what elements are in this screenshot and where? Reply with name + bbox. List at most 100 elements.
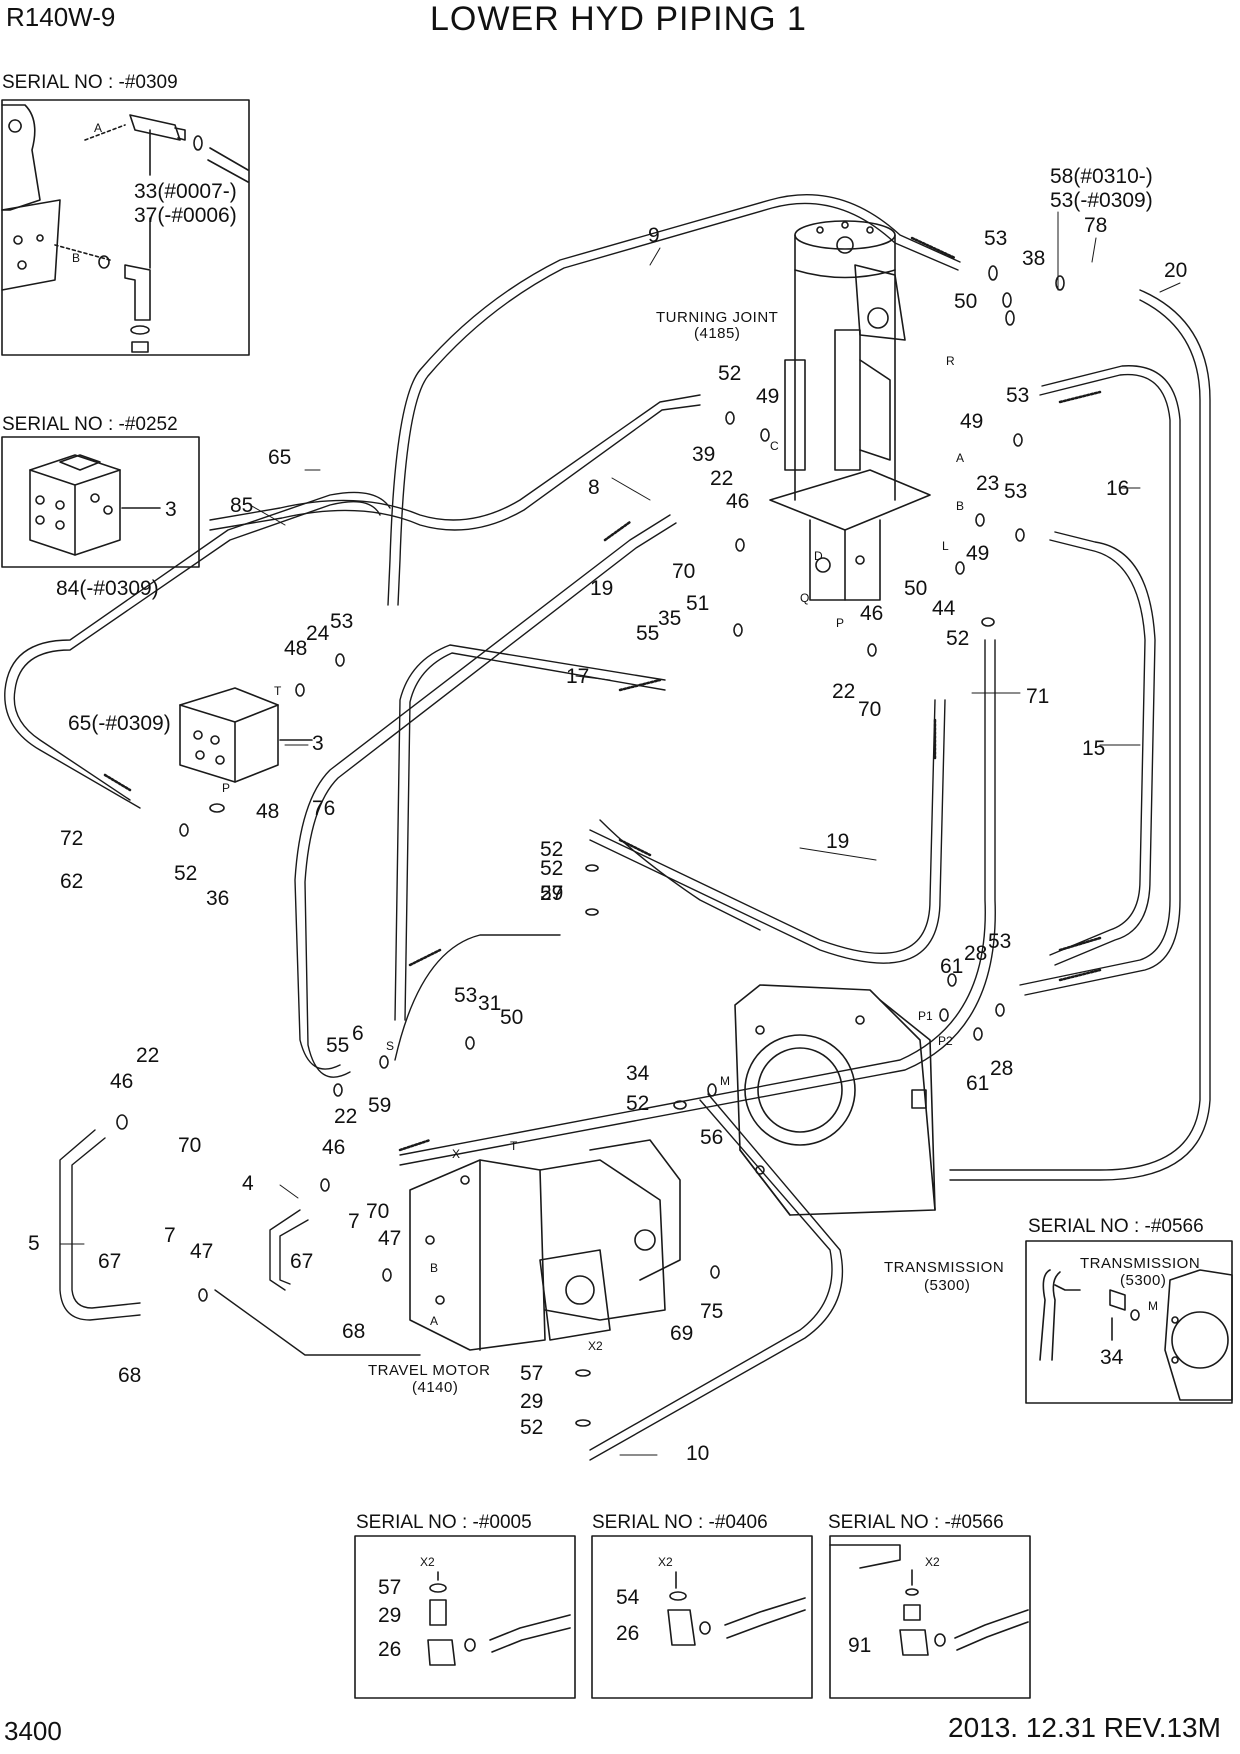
- fittings: [116, 265, 1065, 1427]
- callout: 8: [588, 476, 600, 499]
- callout: 9: [648, 224, 660, 247]
- callout: 53: [988, 930, 1011, 953]
- box-b2-port: X2: [658, 1555, 673, 1569]
- callout: 7: [348, 1210, 360, 1233]
- callout: 65(-#0309): [68, 712, 171, 735]
- callout: 59: [368, 1094, 391, 1117]
- callout: 28: [990, 1057, 1013, 1080]
- callout: 16: [1106, 477, 1129, 500]
- port-letter: S: [386, 1039, 394, 1053]
- callout: 15: [1082, 737, 1105, 760]
- port-letter: B: [430, 1261, 438, 1275]
- callout: 10: [686, 1442, 709, 1465]
- callout: 57: [378, 1576, 401, 1599]
- callout: 6: [352, 1022, 364, 1045]
- callout: 29: [520, 1390, 543, 1413]
- hose-braids: [103, 236, 1102, 1152]
- callout: 58(#0310-): [1050, 165, 1153, 188]
- callout: 53(-#0309): [1050, 189, 1153, 212]
- callout: 39: [692, 443, 715, 466]
- callout: 53: [984, 227, 1007, 250]
- port-letter: P2: [938, 1034, 953, 1048]
- callout: 53: [454, 984, 477, 1007]
- serial-label-b2: SERIAL NO : -#0406: [592, 1512, 768, 1533]
- callout: 67: [98, 1250, 121, 1273]
- leader-lines: [59, 211, 1181, 1456]
- port-letter: T: [274, 684, 282, 698]
- callout: 44: [932, 597, 956, 620]
- serial-label-b3: SERIAL NO : -#0566: [828, 1512, 1004, 1533]
- serial-box-mid-left: [1, 436, 200, 568]
- callout-labels: 58(#0310-) 53(-#0309) 78 20 9 53 38 50 5…: [28, 165, 1187, 1465]
- port-letter: L: [942, 539, 949, 553]
- callout: 31: [478, 992, 501, 1015]
- port-letter: M: [720, 1074, 730, 1088]
- callout: 78: [1084, 214, 1107, 237]
- port-letter: B: [956, 499, 964, 513]
- callout: 20: [1164, 259, 1187, 282]
- port-letter: A: [430, 1314, 438, 1328]
- box-right-code: (5300): [1120, 1272, 1166, 1289]
- serial-box-right: TRANSMISSION (5300) M: [1025, 1240, 1233, 1404]
- callout: 49: [966, 542, 989, 565]
- port-letter: D: [814, 549, 823, 563]
- callout: 84(-#0309): [56, 577, 159, 600]
- callout: 19: [590, 577, 613, 600]
- turning-joint: [769, 220, 931, 601]
- callout: 54: [616, 1586, 640, 1609]
- serial-label-tl: SERIAL NO : -#0309: [2, 72, 178, 93]
- port-letter: X: [452, 1147, 460, 1161]
- callout: 70: [672, 560, 695, 583]
- callout: 49: [756, 385, 779, 408]
- callout: 24: [306, 622, 330, 645]
- callout: 22: [334, 1105, 357, 1128]
- turning-joint-code: (4185): [694, 325, 740, 342]
- callout: 52: [946, 627, 969, 650]
- port-letters: A B C D L P Q R S T X X2 M P1 P2 T P A B: [222, 354, 964, 1353]
- callout: 69: [670, 1322, 693, 1345]
- callout: 56: [700, 1126, 723, 1149]
- callout: 50: [954, 290, 977, 313]
- callout: 3: [312, 732, 324, 755]
- serial-box-top-left: A B: [1, 99, 250, 356]
- callout: 4: [242, 1172, 254, 1195]
- serial-box-b2: X2: [591, 1535, 813, 1699]
- callout: 57: [540, 882, 563, 905]
- callout: 61: [966, 1072, 989, 1095]
- callout: 52: [540, 838, 563, 861]
- callout: 46: [110, 1070, 133, 1093]
- port-letter: Q: [800, 591, 809, 605]
- callout: 29: [540, 882, 563, 905]
- callout: 34: [626, 1062, 650, 1085]
- callout: 52: [520, 1416, 543, 1439]
- callout: 38: [1022, 247, 1045, 270]
- page-title: LOWER HYD PIPING 1: [430, 0, 807, 38]
- callout: 85: [230, 494, 253, 517]
- box-b3-port: X2: [925, 1555, 940, 1569]
- serial-label-ml: SERIAL NO : -#0252: [2, 414, 178, 435]
- callout: 51: [686, 592, 709, 615]
- callout: 76: [312, 797, 335, 820]
- callout: 91: [848, 1634, 871, 1657]
- model-number: R140W-9: [6, 2, 116, 32]
- box-right-title: TRANSMISSION: [1080, 1255, 1200, 1272]
- page-number: 3400: [4, 1716, 62, 1746]
- box-b1-port: X2: [420, 1555, 435, 1569]
- callout: 55: [326, 1034, 349, 1057]
- revision-date: 2013. 12.31 REV.13M: [948, 1712, 1221, 1743]
- serial-label-b1: SERIAL NO : -#0005: [356, 1512, 532, 1533]
- port-letter: P: [222, 781, 230, 795]
- turning-joint-label: TURNING JOINT: [656, 309, 778, 326]
- callout: 55: [636, 622, 659, 645]
- box-tl-letter-a: A: [94, 121, 102, 135]
- callout: 7: [164, 1224, 176, 1247]
- callout: 52: [626, 1092, 649, 1115]
- callout: 46: [726, 490, 749, 513]
- port-letter: T: [510, 1139, 518, 1153]
- callout: 67: [290, 1250, 313, 1273]
- callout: 65: [268, 446, 291, 469]
- callout: 75: [700, 1300, 723, 1323]
- travel-motor-code: (4140): [412, 1379, 458, 1396]
- transmission-code: (5300): [924, 1277, 970, 1294]
